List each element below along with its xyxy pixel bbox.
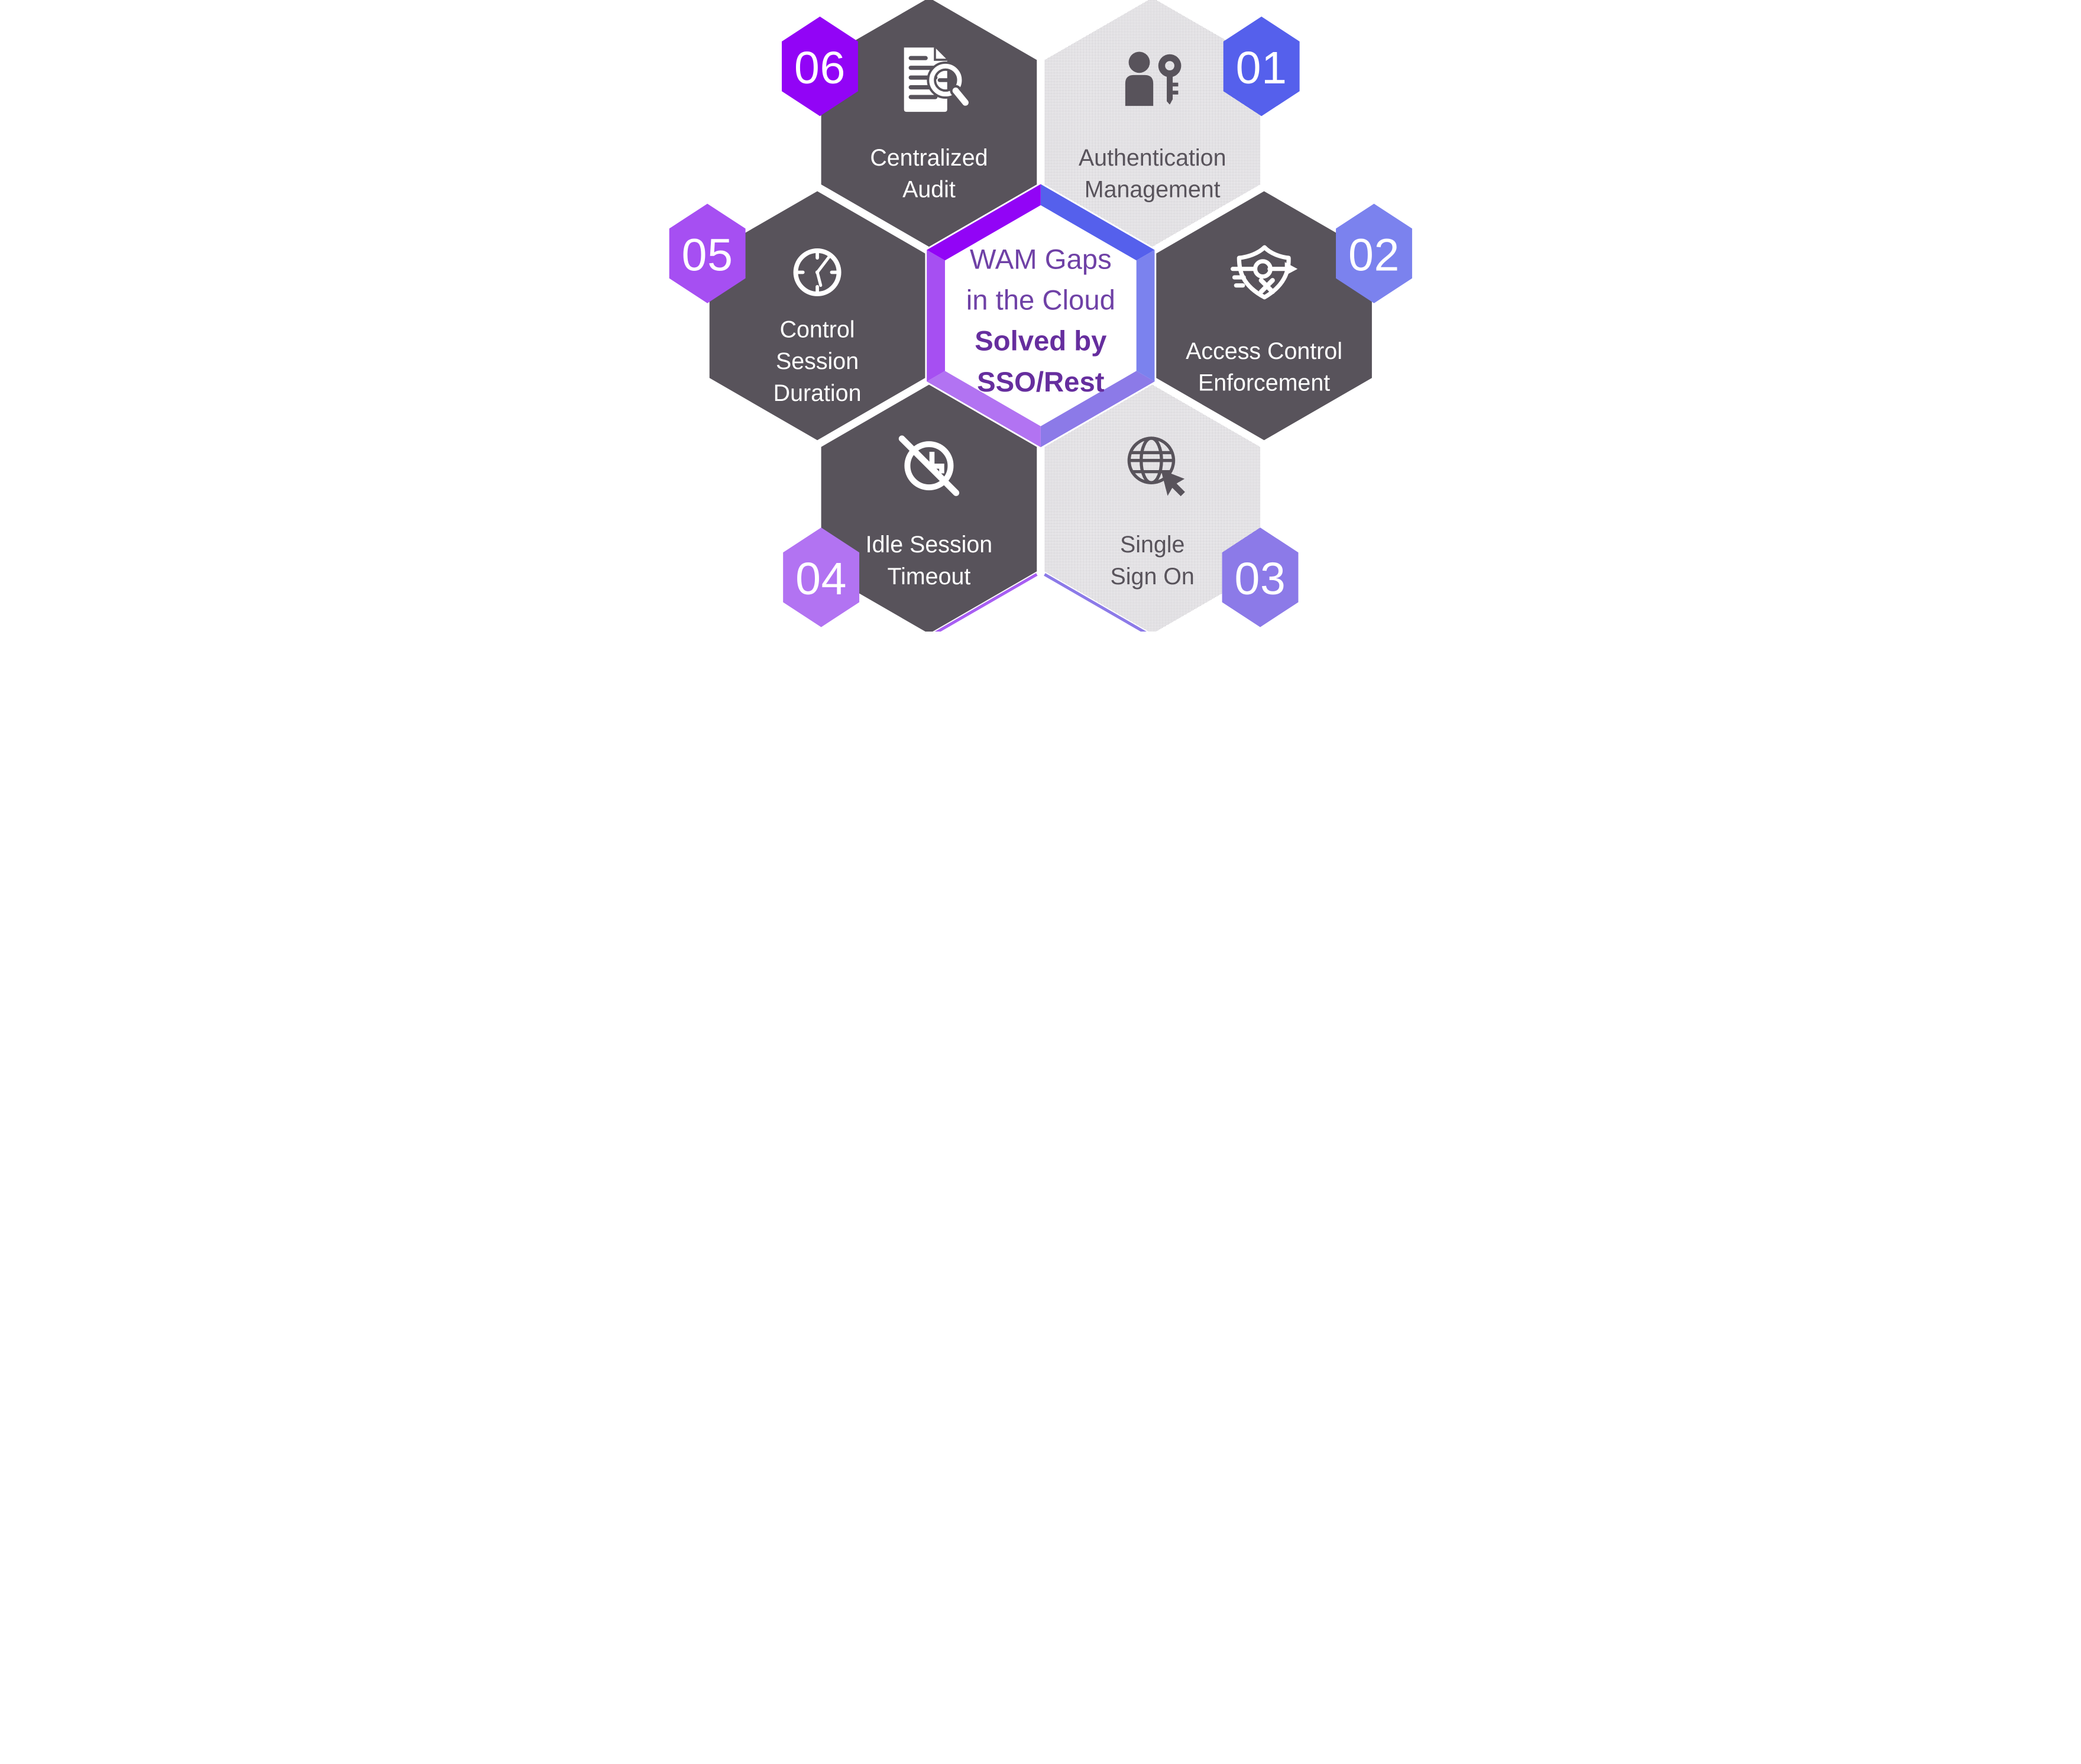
hexagon-shape-idle-session-timeout bbox=[821, 384, 1037, 632]
badge-number-02: 02 bbox=[1348, 229, 1399, 280]
hexagon-label-access-control-enforcement-line1: Access Control bbox=[1186, 338, 1342, 364]
no-clock-icon bbox=[898, 435, 959, 496]
accent-sliver-idle-session-timeout bbox=[934, 573, 1038, 632]
hexagon-label-centralized-audit-line2: Audit bbox=[902, 177, 956, 203]
center-title-line4: SSO/Rest bbox=[977, 367, 1105, 398]
shield-arrow-icon bbox=[1230, 245, 1297, 300]
hexagon-label-idle-session-timeout-line1: Idle Session bbox=[865, 532, 992, 558]
hexagon-label-centralized-audit-line1: Centralized bbox=[870, 145, 988, 171]
accent-strip-control-session-duration bbox=[926, 250, 945, 382]
badge-04: 04 bbox=[782, 527, 859, 627]
hexagon-shape-control-session-duration bbox=[709, 191, 925, 441]
hexagon-label-authentication-management-line1: Authentication bbox=[1078, 145, 1226, 171]
hexagon-shape-authentication-management bbox=[1044, 0, 1260, 247]
badge-hexagon-04 bbox=[782, 527, 859, 627]
center-hexagon bbox=[944, 204, 1137, 428]
hexagon-label-control-session-duration-line2: Session bbox=[776, 348, 859, 374]
clock-icon bbox=[793, 248, 842, 296]
badge-hexagon-03 bbox=[1222, 527, 1298, 627]
hexagon-label-idle-session-timeout-line2: Timeout bbox=[887, 564, 970, 590]
badge-number-04: 04 bbox=[795, 554, 847, 604]
badge-01: 01 bbox=[1223, 17, 1300, 116]
badge-06: 06 bbox=[781, 17, 858, 116]
accent-sliver-single-sign-on bbox=[1043, 573, 1147, 632]
hexagon-shape-access-control-enforcement bbox=[1156, 191, 1372, 441]
center-title-line1: WAM Gaps bbox=[969, 244, 1111, 275]
center-title-line2: in the Cloud bbox=[966, 285, 1115, 316]
hexagon-label-control-session-duration-line1: Control bbox=[779, 316, 855, 342]
hexagon-shape-centralized-audit bbox=[821, 0, 1037, 247]
accent-strip-centralized-audit bbox=[926, 184, 1041, 261]
badge-05: 05 bbox=[669, 203, 746, 303]
hexagon-label-control-session-duration-line3: Duration bbox=[773, 380, 861, 406]
accent-strip-access-control-enforcement bbox=[1136, 250, 1154, 382]
accent-strip-idle-session-timeout bbox=[926, 371, 1041, 448]
accent-strip-single-sign-on bbox=[1040, 371, 1154, 448]
accent-ring bbox=[926, 184, 1154, 448]
badge-hexagon-02 bbox=[1335, 203, 1412, 303]
badge-number-05: 05 bbox=[681, 229, 733, 280]
hexagon-label-single-sign-on-line1: Single bbox=[1119, 532, 1184, 558]
badge-hexagon-06 bbox=[781, 17, 858, 116]
person-key-icon bbox=[1125, 51, 1181, 106]
document-search-icon bbox=[904, 47, 971, 112]
badge-hexagon-05 bbox=[669, 203, 746, 303]
badge-03: 03 bbox=[1222, 527, 1298, 627]
hexagon-label-access-control-enforcement-line2: Enforcement bbox=[1198, 370, 1329, 396]
badge-hexagon-01 bbox=[1223, 17, 1300, 116]
badge-number-01: 01 bbox=[1235, 43, 1287, 93]
hexagon-label-single-sign-on-line2: Sign On bbox=[1110, 564, 1194, 590]
globe-cursor-icon bbox=[1127, 436, 1185, 497]
badge-number-06: 06 bbox=[794, 43, 845, 93]
hexagon-label-authentication-management-line2: Management bbox=[1084, 177, 1220, 203]
hexagon-shape-single-sign-on bbox=[1044, 384, 1260, 632]
center-title-line3: Solved by bbox=[975, 326, 1107, 357]
accent-strip-authentication-management bbox=[1040, 184, 1154, 261]
badge-02: 02 bbox=[1335, 203, 1412, 303]
badge-number-03: 03 bbox=[1234, 554, 1286, 604]
